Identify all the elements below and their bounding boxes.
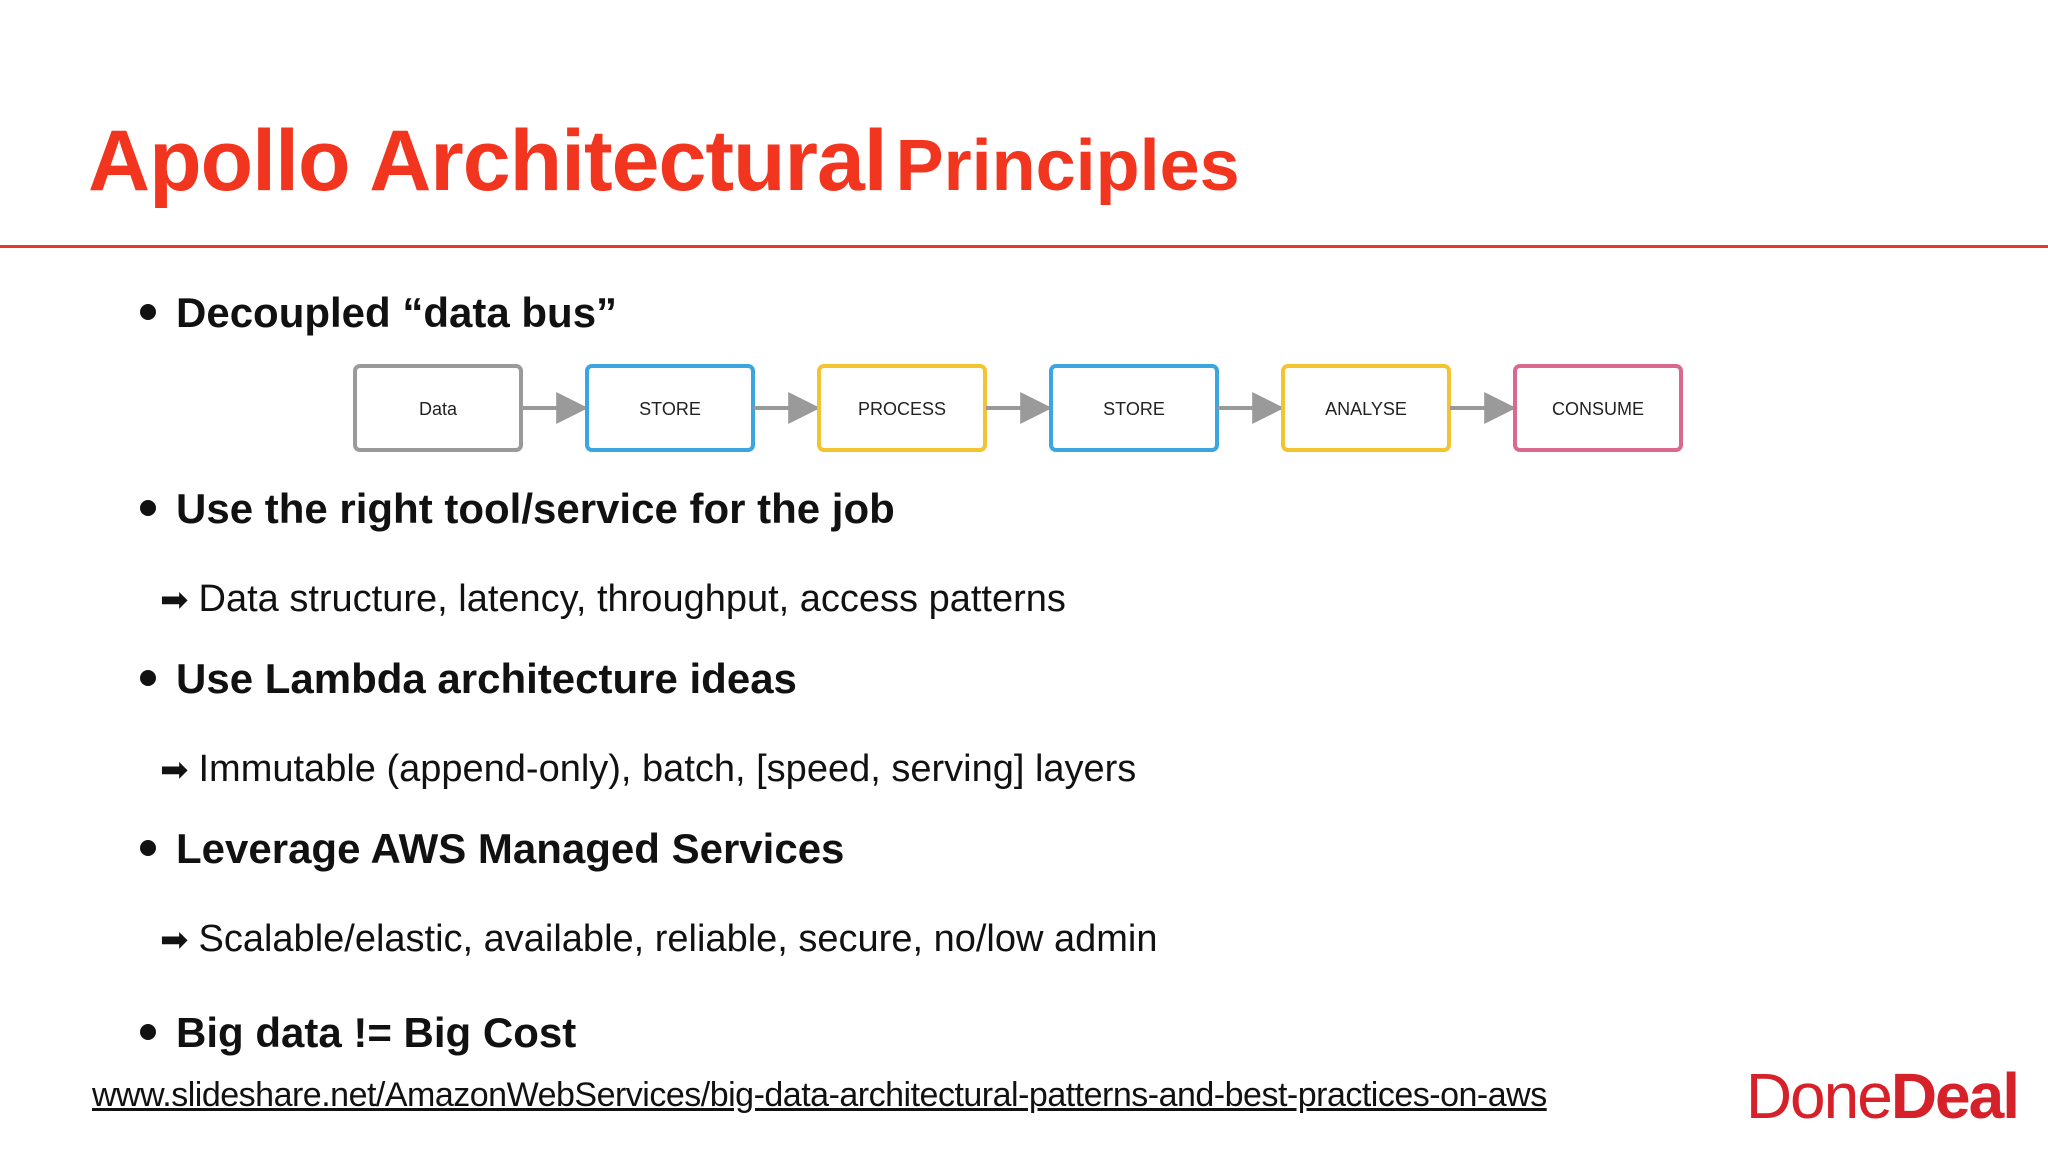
- flow-node-process-box: [817, 364, 987, 452]
- arrow-right-icon: ➡: [160, 581, 189, 619]
- bullet-4-sub: ➡Scalable/elastic, available, reliable, …: [160, 920, 1157, 958]
- flow-node-store-box: [1049, 364, 1219, 452]
- bullet-1-text: Decoupled “data bus”: [176, 289, 618, 336]
- bullet-3: Use Lambda architecture ideas: [140, 658, 797, 700]
- bullet-4-text: Leverage AWS Managed Services: [176, 825, 845, 872]
- source-link[interactable]: www.slideshare.net/AmazonWebServices/big…: [92, 1076, 1547, 1114]
- bullet-3-text: Use Lambda architecture ideas: [176, 655, 797, 702]
- flow-node-store-label: STORE: [639, 399, 701, 419]
- flow-node-store-label: STORE: [1103, 399, 1165, 419]
- flow-node-consume-label: CONSUME: [1552, 399, 1644, 419]
- flow-node-consume-box: [1513, 364, 1683, 452]
- flow-node-data-label: Data: [419, 399, 458, 419]
- bullet-dot: [140, 669, 156, 686]
- flow-node-analyse-label: ANALYSE: [1325, 399, 1407, 419]
- bullet-5-text: Big data != Big Cost: [176, 1009, 577, 1056]
- data-bus-flow-diagram: Data STORE PROCESS STORE ANALYSE CONSUME: [353, 364, 1683, 452]
- bullet-4-sub-text: Scalable/elastic, available, reliable, s…: [198, 918, 1158, 960]
- logo-done: Done: [1745, 1060, 1893, 1132]
- logo-deal: Deal: [1890, 1060, 2020, 1132]
- flow-node-process-label: PROCESS: [858, 399, 946, 419]
- arrow-right-icon: ➡: [160, 921, 189, 959]
- title-sub: Principles: [895, 126, 1240, 206]
- flow-node-store-box: [585, 364, 755, 452]
- bullet-5: Big data != Big Cost: [140, 1012, 576, 1054]
- bullet-dot: [140, 499, 156, 516]
- title-divider: [0, 245, 2048, 248]
- bullet-dot: [140, 303, 156, 320]
- bullet-4: Leverage AWS Managed Services: [140, 828, 844, 870]
- bullet-dot: [140, 839, 156, 856]
- slide-title: Apollo Architectural Principles: [88, 118, 1240, 204]
- bullet-2: Use the right tool/service for the job: [140, 488, 895, 530]
- bullet-2-text: Use the right tool/service for the job: [176, 485, 895, 532]
- arrow-right-icon: ➡: [160, 751, 189, 789]
- bullet-1: Decoupled “data bus”: [140, 292, 617, 334]
- flow-node-analyse-box: [1281, 364, 1451, 452]
- bullet-dot: [140, 1023, 156, 1040]
- donedeal-logo: DoneDeal: [1746, 1064, 2020, 1128]
- bullet-3-sub: ➡Immutable (append-only), batch, [speed,…: [160, 750, 1136, 788]
- bullet-2-sub-text: Data structure, latency, throughput, acc…: [198, 578, 1066, 620]
- title-main: Apollo Architectural: [88, 113, 888, 209]
- bullet-2-sub: ➡Data structure, latency, throughput, ac…: [160, 580, 1066, 618]
- flow-node-data-box: [353, 364, 523, 452]
- bullet-3-sub-text: Immutable (append-only), batch, [speed, …: [198, 748, 1137, 790]
